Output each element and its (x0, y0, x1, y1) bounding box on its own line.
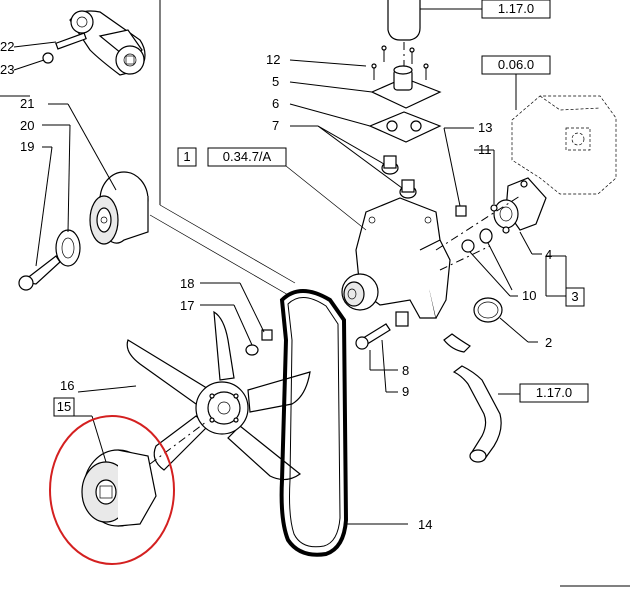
ref-box-label-1: 1 (177, 147, 197, 167)
belt-tensioner (69, 10, 146, 76)
ref-box-left-center[interactable]: 0.34.7/A (207, 147, 287, 167)
label-11: 11 (478, 142, 492, 157)
fan-washer-17 (200, 304, 259, 356)
elbow-bolts-11 (474, 149, 510, 234)
svg-text:0.06.0: 0.06.0 (498, 57, 534, 72)
thermostat-cover-5 (370, 65, 442, 109)
label-7: 7 (272, 118, 279, 133)
label-21: 21 (20, 96, 34, 111)
o-ring-2 (473, 297, 538, 343)
highlight-circle (49, 415, 175, 565)
label-18: 18 (180, 276, 194, 291)
pump-bolt-8 (355, 323, 391, 350)
label-13: 13 (478, 120, 492, 135)
label-20: 20 (20, 118, 34, 133)
label-17: 17 (180, 298, 194, 313)
label-14: 14 (418, 517, 432, 532)
svg-text:1: 1 (183, 149, 190, 164)
svg-text:1.17.0: 1.17.0 (498, 1, 534, 16)
ref-box-top[interactable]: 1.17.0 (481, 0, 551, 19)
fan-bolt-18 (200, 282, 273, 341)
tensioner-bolt-23 (13, 52, 54, 71)
label-16: 16 (60, 378, 74, 393)
drive-belt-14 (279, 289, 349, 557)
label-8: 8 (402, 363, 409, 378)
engine-block (511, 74, 617, 195)
label-2: 2 (545, 335, 552, 350)
label-5: 5 (272, 74, 279, 89)
svg-text:3: 3 (571, 289, 578, 304)
cooling-fan-16 (126, 310, 311, 481)
label-23: 23 (0, 62, 14, 77)
thermostat-7 (381, 155, 417, 199)
outlet-elbow-4 (493, 177, 547, 231)
temp-sender-13 (443, 127, 474, 217)
thermostat-bolts-12 (371, 45, 429, 80)
pulley-washer-20 (55, 229, 81, 267)
pulley-bolt-19 (18, 255, 61, 291)
seal-rings-10 (461, 228, 567, 297)
thermostat-gasket-6 (368, 111, 442, 143)
upper-hose (387, 0, 482, 70)
svg-text:15: 15 (57, 399, 71, 414)
svg-text:0.34.7/A: 0.34.7/A (223, 149, 272, 164)
fan-pulley-15 (81, 421, 207, 527)
label-22: 22 (0, 39, 14, 54)
label-19: 19 (20, 139, 34, 154)
ref-box-right-bottom[interactable]: 1.17.0 (519, 383, 589, 403)
label-4: 4 (545, 247, 552, 262)
label-12: 12 (266, 52, 280, 67)
lower-hose (452, 365, 520, 463)
label-10: 10 (522, 288, 536, 303)
water-pump-body (341, 197, 471, 353)
tensioner-bolt-22 (13, 32, 87, 50)
svg-text:1.17.0: 1.17.0 (536, 385, 572, 400)
ref-box-label-15: 15 (53, 397, 75, 417)
ref-box-label-3: 3 (565, 287, 585, 307)
ref-box-right-top[interactable]: 0.06.0 (481, 55, 551, 75)
idler-pulley-21 (89, 171, 149, 245)
label-9: 9 (402, 384, 409, 399)
label-6: 6 (272, 96, 279, 111)
